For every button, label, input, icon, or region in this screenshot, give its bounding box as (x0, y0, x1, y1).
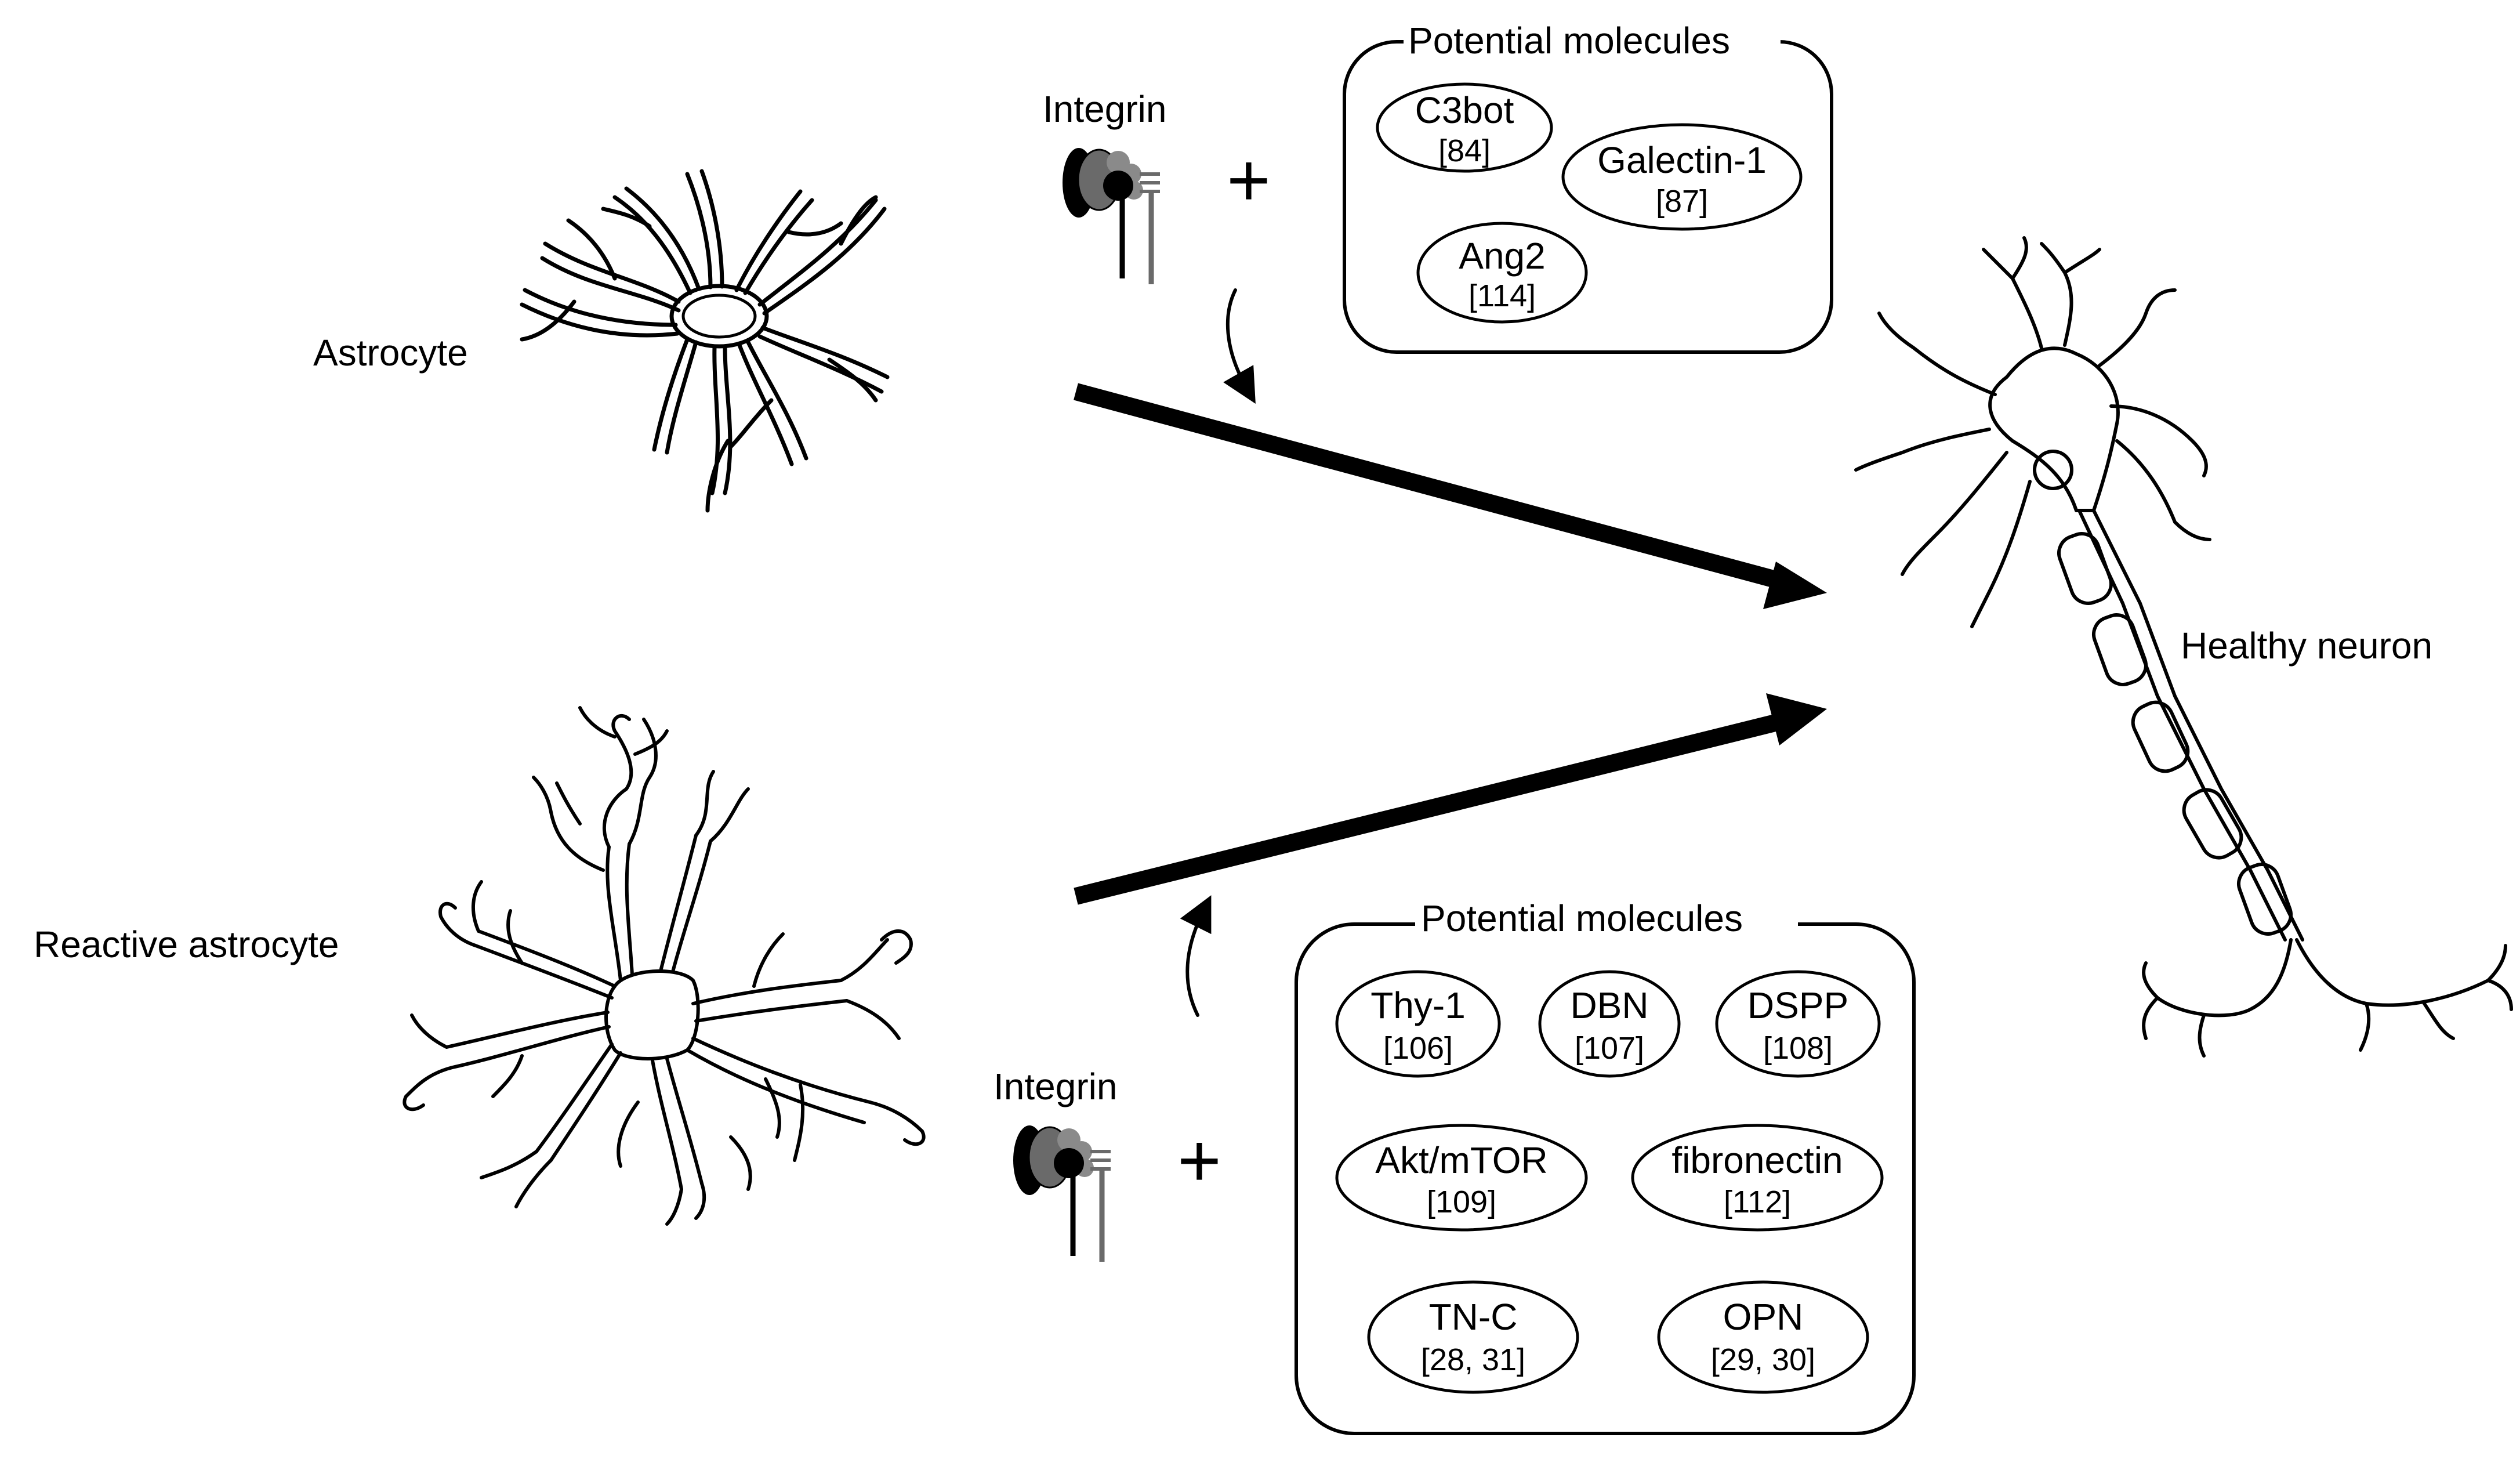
svg-text:[84]: [84] (1438, 133, 1491, 168)
bottom-box-title: Potential molecules (1421, 897, 1743, 939)
svg-text:TN-C: TN-C (1429, 1296, 1518, 1338)
svg-text:[114]: [114] (1469, 278, 1536, 313)
svg-text:C3bot: C3bot (1415, 89, 1514, 131)
molecule-c3bot: C3bot [84] (1376, 82, 1553, 173)
svg-text:DSPP: DSPP (1747, 984, 1848, 1026)
svg-text:[28, 31]: [28, 31] (1421, 1342, 1525, 1377)
svg-text:[106]: [106] (1383, 1031, 1453, 1066)
integrin-top-label: Integrin (1043, 88, 1166, 130)
svg-text:Thy-1: Thy-1 (1370, 984, 1466, 1026)
integrin-bottom-label: Integrin (994, 1066, 1117, 1107)
reactive-astrocyte-label: Reactive astrocyte (34, 924, 339, 965)
arrow-reactive-to-neuron (1074, 693, 1827, 905)
svg-text:Akt/mTOR: Akt/mTOR (1375, 1139, 1548, 1181)
astrocyte-cell (520, 169, 890, 513)
plus-sign-bottom: + (1177, 1118, 1221, 1203)
bottom-molecules-box: Potential molecules Thy-1 [106] DBN [107… (1295, 896, 1916, 1435)
healthy-neuron-cell (1854, 236, 2513, 1058)
molecule-tn-c: TN-C [28, 31] (1367, 1280, 1579, 1394)
integrin-icon-bottom (1013, 1125, 1111, 1262)
svg-text:[29, 30]: [29, 30] (1711, 1342, 1815, 1377)
arrow-astrocyte-to-neuron (1074, 383, 1827, 609)
healthy-neuron-label: Healthy neuron (2181, 625, 2432, 667)
curved-arrow-top (1223, 288, 1256, 404)
svg-text:[112]: [112] (1724, 1185, 1791, 1219)
molecule-akt-mtor: Akt/mTOR [109] (1335, 1124, 1588, 1232)
molecule-ang2: Ang2 [114] (1416, 222, 1588, 324)
molecule-galectin-1: Galectin-1 [87] (1561, 123, 1803, 231)
reactive-astrocyte-cell (403, 706, 926, 1226)
astrocyte-label: Astrocyte (313, 332, 468, 374)
svg-text:Galectin-1: Galectin-1 (1597, 139, 1767, 181)
molecule-opn: OPN [29, 30] (1657, 1280, 1869, 1394)
molecule-fibronectin: fibronectin [112] (1631, 1124, 1884, 1232)
svg-text:fibronectin: fibronectin (1671, 1139, 1843, 1181)
svg-text:[109]: [109] (1427, 1185, 1496, 1219)
svg-text:OPN: OPN (1723, 1296, 1804, 1338)
svg-text:[87]: [87] (1656, 184, 1708, 219)
integrin-icon-top (1063, 148, 1160, 284)
svg-text:[107]: [107] (1575, 1031, 1644, 1066)
svg-text:[108]: [108] (1763, 1031, 1833, 1066)
plus-sign-top: + (1227, 137, 1271, 222)
top-molecules-box: Potential molecules C3bot [84] Galectin-… (1343, 17, 1833, 354)
molecule-dspp: DSPP [108] (1715, 970, 1881, 1078)
curved-arrow-bottom (1180, 895, 1212, 1017)
molecule-thy-1: Thy-1 [106] (1335, 970, 1501, 1078)
molecule-dbn: DBN [107] (1538, 970, 1681, 1078)
top-box-title: Potential molecules (1408, 20, 1730, 61)
svg-text:Ang2: Ang2 (1459, 235, 1545, 277)
svg-text:DBN: DBN (1570, 984, 1648, 1026)
